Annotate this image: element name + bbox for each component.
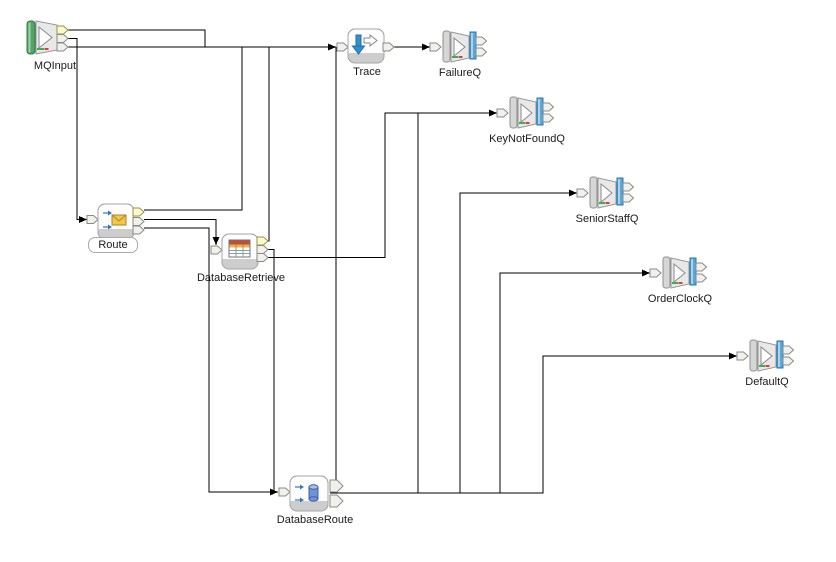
wire-DatabaseRoute.match1-to-SeniorStaffQ.in[interactable] [330, 189, 577, 494]
terminal-catch[interactable] [56, 42, 69, 52]
terminal-match[interactable] [132, 217, 145, 226]
wire-MQInput.out-to-Route.in[interactable] [66, 38, 87, 223]
route-icon [86, 203, 145, 240]
terminal-out[interactable] [475, 36, 488, 46]
mqoutput-icon [736, 339, 795, 372]
node-label: OrderClockQ [647, 293, 713, 305]
terminal-out[interactable] [256, 245, 269, 254]
trace-arrow-glyph [351, 33, 378, 55]
node-failureq[interactable]: FailureQ [429, 27, 491, 79]
terminal-failure[interactable] [695, 273, 708, 283]
wire-DatabaseRoute.keyNotFound-to-KeyNotFoundQ.in[interactable] [330, 112, 497, 494]
terminal-failure[interactable] [475, 47, 488, 57]
terminal-out[interactable] [782, 345, 795, 355]
wire-DatabaseRoute.default-to-DefaultQ.in[interactable] [330, 352, 737, 494]
node-defaultq[interactable]: DefaultQ [736, 336, 798, 388]
mqoutput-icon [576, 176, 635, 209]
node-keynotfoundq[interactable]: KeyNotFoundQ [489, 93, 565, 145]
terminal-in[interactable] [496, 108, 509, 118]
wire-DatabaseRoute.failure-to-Trace.in[interactable] [330, 47, 337, 494]
trace-icon [336, 28, 395, 64]
terminal-in[interactable] [278, 487, 291, 497]
database-cylinder-glyph [308, 484, 319, 502]
node-route[interactable]: Route [86, 202, 148, 253]
wire-DatabaseRetrieve.out-to-DatabaseRoute.in[interactable] [264, 249, 278, 493]
node-label: SeniorStaffQ [575, 213, 639, 225]
terminal-failure[interactable] [782, 356, 795, 366]
terminal-in[interactable] [429, 42, 442, 52]
node-label: Trace [353, 66, 381, 78]
terminal-default[interactable] [132, 225, 145, 235]
node-mqinput[interactable]: MQInput [24, 14, 86, 72]
terminal-out-upper[interactable] [329, 479, 344, 493]
terminal-failure[interactable] [542, 113, 555, 123]
terminal-out[interactable] [542, 102, 555, 112]
terminal-keynotfound[interactable] [256, 253, 269, 262]
terminal-in[interactable] [576, 188, 589, 198]
mqoutput-icon [649, 256, 708, 289]
terminal-failure[interactable] [622, 193, 635, 203]
terminal-out[interactable] [382, 42, 395, 52]
envelope-glyph [111, 214, 127, 226]
node-label-selected[interactable]: Route [88, 237, 138, 253]
terminal-in[interactable] [86, 215, 99, 224]
mqoutput-icon [429, 30, 488, 63]
terminal-out[interactable] [622, 182, 635, 192]
terminal-out[interactable] [695, 262, 708, 272]
node-label: DatabaseRoute [276, 514, 354, 526]
mqinput-icon [26, 20, 69, 55]
terminal-failure[interactable] [132, 207, 145, 217]
terminal-in[interactable] [210, 245, 223, 255]
terminal-in[interactable] [336, 42, 349, 52]
mqoutput-icon [496, 96, 555, 129]
table-glyph [228, 239, 251, 258]
node-label: DefaultQ [745, 376, 789, 388]
terminal-failure[interactable] [56, 25, 69, 35]
terminal-in[interactable] [736, 351, 749, 361]
node-databaseroute[interactable]: DatabaseRoute [277, 474, 353, 526]
node-label: DatabaseRetrieve [196, 272, 286, 284]
terminal-out[interactable] [56, 34, 69, 43]
node-label: MQInput [33, 60, 77, 72]
terminal-out-lower[interactable] [329, 494, 344, 508]
node-databaseretrieve[interactable]: DatabaseRetrieve [197, 232, 285, 284]
node-seniorstaffq[interactable]: SeniorStaffQ [576, 173, 638, 225]
database-retrieve-icon [210, 233, 269, 270]
wire-Route.default-to-DatabaseRoute.in[interactable] [144, 227, 278, 496]
terminal-in[interactable] [649, 268, 662, 278]
terminal-failure[interactable] [256, 236, 269, 246]
node-trace[interactable]: Trace [336, 26, 398, 78]
node-label: FailureQ [438, 67, 482, 79]
wire-DatabaseRoute.match2-to-OrderClockQ.in[interactable] [330, 269, 650, 494]
database-route-icon [278, 475, 344, 512]
node-label: KeyNotFoundQ [489, 133, 565, 145]
wire-Route.match-to-DatabaseRetrieve.in[interactable] [144, 219, 220, 246]
wire-MQInput.failure-to-Trace.in[interactable] [66, 29, 336, 48]
input-accent-bar [26, 20, 36, 55]
node-orderclockq[interactable]: OrderClockQ [648, 253, 712, 305]
